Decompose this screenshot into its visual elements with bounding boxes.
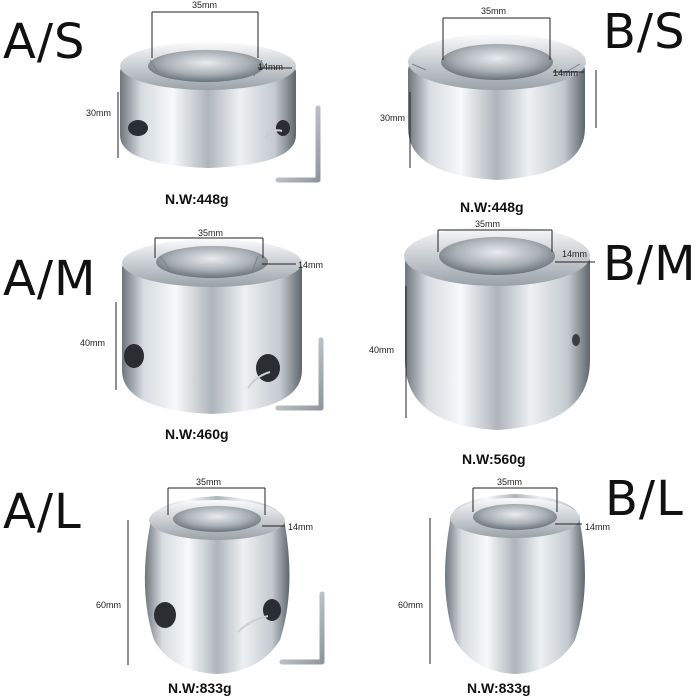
screw-hole	[124, 344, 144, 368]
net-weight-b-s: N.W:448g	[460, 199, 524, 215]
screw-hole	[572, 334, 580, 346]
allen-key-icon	[275, 337, 324, 411]
product-b-m-image	[404, 226, 595, 430]
dimension-height: 40mm	[80, 338, 106, 348]
dimension-height: 40mm	[369, 345, 395, 355]
product-a-s-image	[117, 11, 321, 183]
variant-label-a-m: A/M	[3, 251, 97, 307]
screw-hole	[128, 120, 148, 136]
variant-label-a-s: A/S	[3, 14, 86, 70]
dimension-inner-diameter: 35mm	[475, 219, 501, 229]
screw-hole	[256, 354, 280, 382]
screw-hole	[276, 120, 290, 136]
dimension-height: 30mm	[86, 108, 112, 118]
net-weight-b-l: N.W:833g	[467, 680, 531, 696]
variant-label-a-l: A/L	[3, 484, 82, 540]
dimension-wall: 14mm	[553, 68, 579, 78]
dimension-wall: 14mm	[585, 522, 611, 532]
screw-hole	[263, 599, 281, 621]
product-b-l-image	[429, 487, 585, 674]
dimension-inner-diameter: 35mm	[192, 0, 218, 10]
dimension-inner-diameter: 35mm	[481, 6, 507, 16]
dimension-height: 30mm	[380, 113, 406, 123]
dimension-wall: 14mm	[258, 62, 284, 72]
product-a-l-image	[127, 487, 325, 674]
dimension-height: 60mm	[96, 600, 122, 610]
variant-label-b-l: B/L	[605, 471, 684, 527]
net-weight-a-s: N.W:448g	[165, 191, 229, 207]
product-a-m-image	[115, 237, 324, 414]
variant-label-b-m: B/M	[603, 236, 697, 292]
net-weight-a-l: N.W:833g	[168, 680, 232, 696]
dimension-inner-diameter: 35mm	[196, 477, 222, 487]
net-weight-a-m: N.W:460g	[165, 426, 229, 442]
dimension-wall: 14mm	[298, 260, 324, 270]
dimension-inner-diameter: 35mm	[198, 228, 224, 238]
dimension-inner-diameter: 35mm	[497, 477, 523, 487]
screw-hole	[154, 602, 176, 628]
dimension-wall: 14mm	[562, 249, 588, 259]
allen-key-icon	[275, 105, 321, 183]
product-b-s-image	[408, 17, 597, 180]
dimension-wall: 14mm	[288, 522, 314, 532]
allen-key-icon	[279, 591, 325, 665]
dimension-height: 60mm	[398, 600, 424, 610]
net-weight-b-m: N.W:560g	[462, 451, 526, 467]
variant-label-b-s: B/S	[603, 4, 686, 60]
